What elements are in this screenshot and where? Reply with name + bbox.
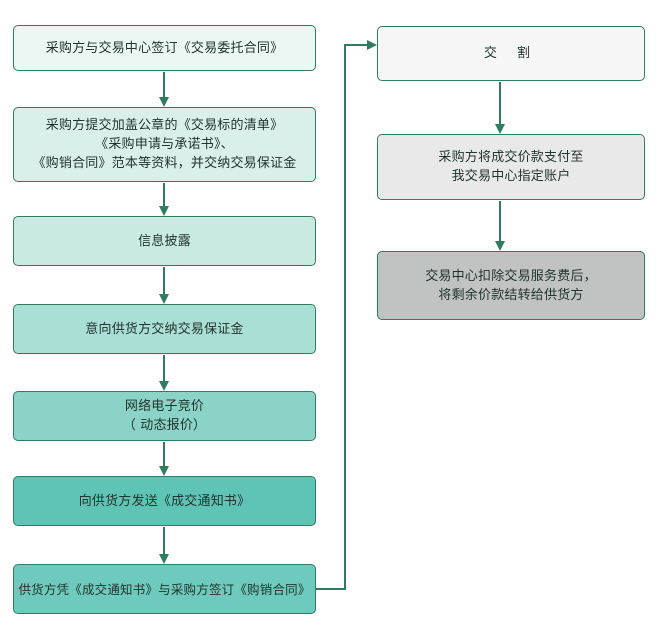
step-sign-entrustment-contract: 采购方与交易中心签订《交易委托合同》	[13, 25, 316, 71]
step-text: 采购方将成交价款支付至	[438, 150, 584, 165]
step-text: 供货方凭《成交通知书》与采购方签订《购销合同》	[18, 581, 311, 597]
step-text: （ 动态报价）	[122, 418, 207, 433]
step-supplier-deposit: 意向供货方交纳交易保证金	[13, 304, 316, 354]
step-online-bidding: 网络电子竞价 （ 动态报价）	[13, 391, 316, 441]
step-delivery: 交 割	[377, 26, 645, 81]
step-text: 意向供货方交纳交易保证金	[85, 321, 244, 337]
step-text: 我交易中心指定账户	[451, 169, 571, 184]
step-text: 《采购申请与承诺书》、	[95, 137, 234, 152]
step-text: 交 割	[483, 46, 539, 61]
step-text: 信息披露	[138, 233, 191, 249]
step-text: 网络电子竞价	[124, 399, 205, 414]
step-text: 向供货方发送《成交通知书》	[78, 493, 251, 509]
step-send-award-notice: 向供货方发送《成交通知书》	[13, 476, 316, 526]
step-text: 交易中心扣除交易服务费后，	[425, 268, 597, 284]
step-text: 采购方提交加盖公章的《交易标的清单》	[45, 118, 284, 133]
step-text: 《购销合同》范本等资料，并交纳交易保证金	[32, 156, 297, 171]
step-submit-documents: 采购方提交加盖公章的《交易标的清单》 《采购申请与承诺书》、 《购销合同》范本等…	[13, 107, 316, 182]
step-text: 将剩余价款结转给供货方	[438, 287, 584, 303]
step-buyer-payment: 采购方将成交价款支付至 我交易中心指定账户	[377, 134, 645, 200]
step-sign-sales-contract: 供货方凭《成交通知书》与采购方签订《购销合同》	[13, 564, 316, 614]
step-information-disclosure: 信息披露	[13, 216, 316, 266]
step-settlement-to-supplier: 交易中心扣除交易服务费后， 将剩余价款结转给供货方	[377, 251, 645, 320]
step-text: 采购方与交易中心签订《交易委托合同》	[45, 40, 284, 56]
arrow-step7-to-delivery	[316, 40, 377, 590]
